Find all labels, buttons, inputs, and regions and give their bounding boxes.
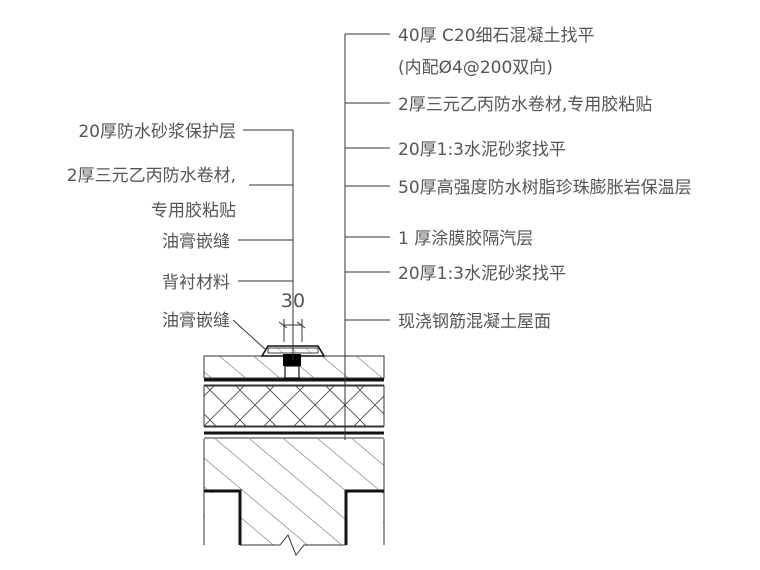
leader-lines (232, 33, 390, 440)
label-vapor-barrier: 1 厚涂膜胶隔汽层 (398, 229, 533, 249)
label-concrete-roof: 现浇钢筋混凝土屋面 (398, 312, 551, 332)
label-leveling-bottom: 20厚1:3水泥砂浆找平 (398, 264, 566, 284)
label-protective-mortar: 20厚防水砂浆保护层 (78, 122, 236, 142)
label-leveling-top: 20厚1:3水泥砂浆找平 (398, 140, 566, 160)
label-reinforcement: (内配Ø4@200双向) (398, 58, 553, 78)
label-backing: 背衬材料 (162, 273, 230, 293)
label-insulation: 50厚高强度防水树脂珍珠膨胀岩保温层 (398, 178, 692, 198)
left-labels: 20厚防水砂浆保护层 2厚三元乙丙防水卷材, 专用胶粘贴 油膏嵌缝 背衬材料 油… (67, 122, 236, 331)
label-membrane: 2厚三元乙丙防水卷材,专用胶粘贴 (398, 95, 652, 115)
lower-sealant (284, 365, 300, 379)
label-screed: 40厚 C20细石混凝土找平 (398, 26, 595, 46)
section-drawing (203, 319, 385, 556)
backing-rod (283, 354, 301, 366)
label-sealant-bottom: 油膏嵌缝 (162, 310, 230, 331)
label-left-membrane-2: 专用胶粘贴 (151, 201, 236, 221)
right-labels: 40厚 C20细石混凝土找平 (内配Ø4@200双向) 2厚三元乙丙防水卷材,专… (398, 26, 692, 332)
label-sealant-top: 油膏嵌缝 (162, 231, 230, 252)
dimension-label: 30 (281, 290, 305, 312)
label-left-membrane-1: 2厚三元乙丙防水卷材, (67, 166, 236, 186)
insulation-layer (204, 386, 384, 426)
